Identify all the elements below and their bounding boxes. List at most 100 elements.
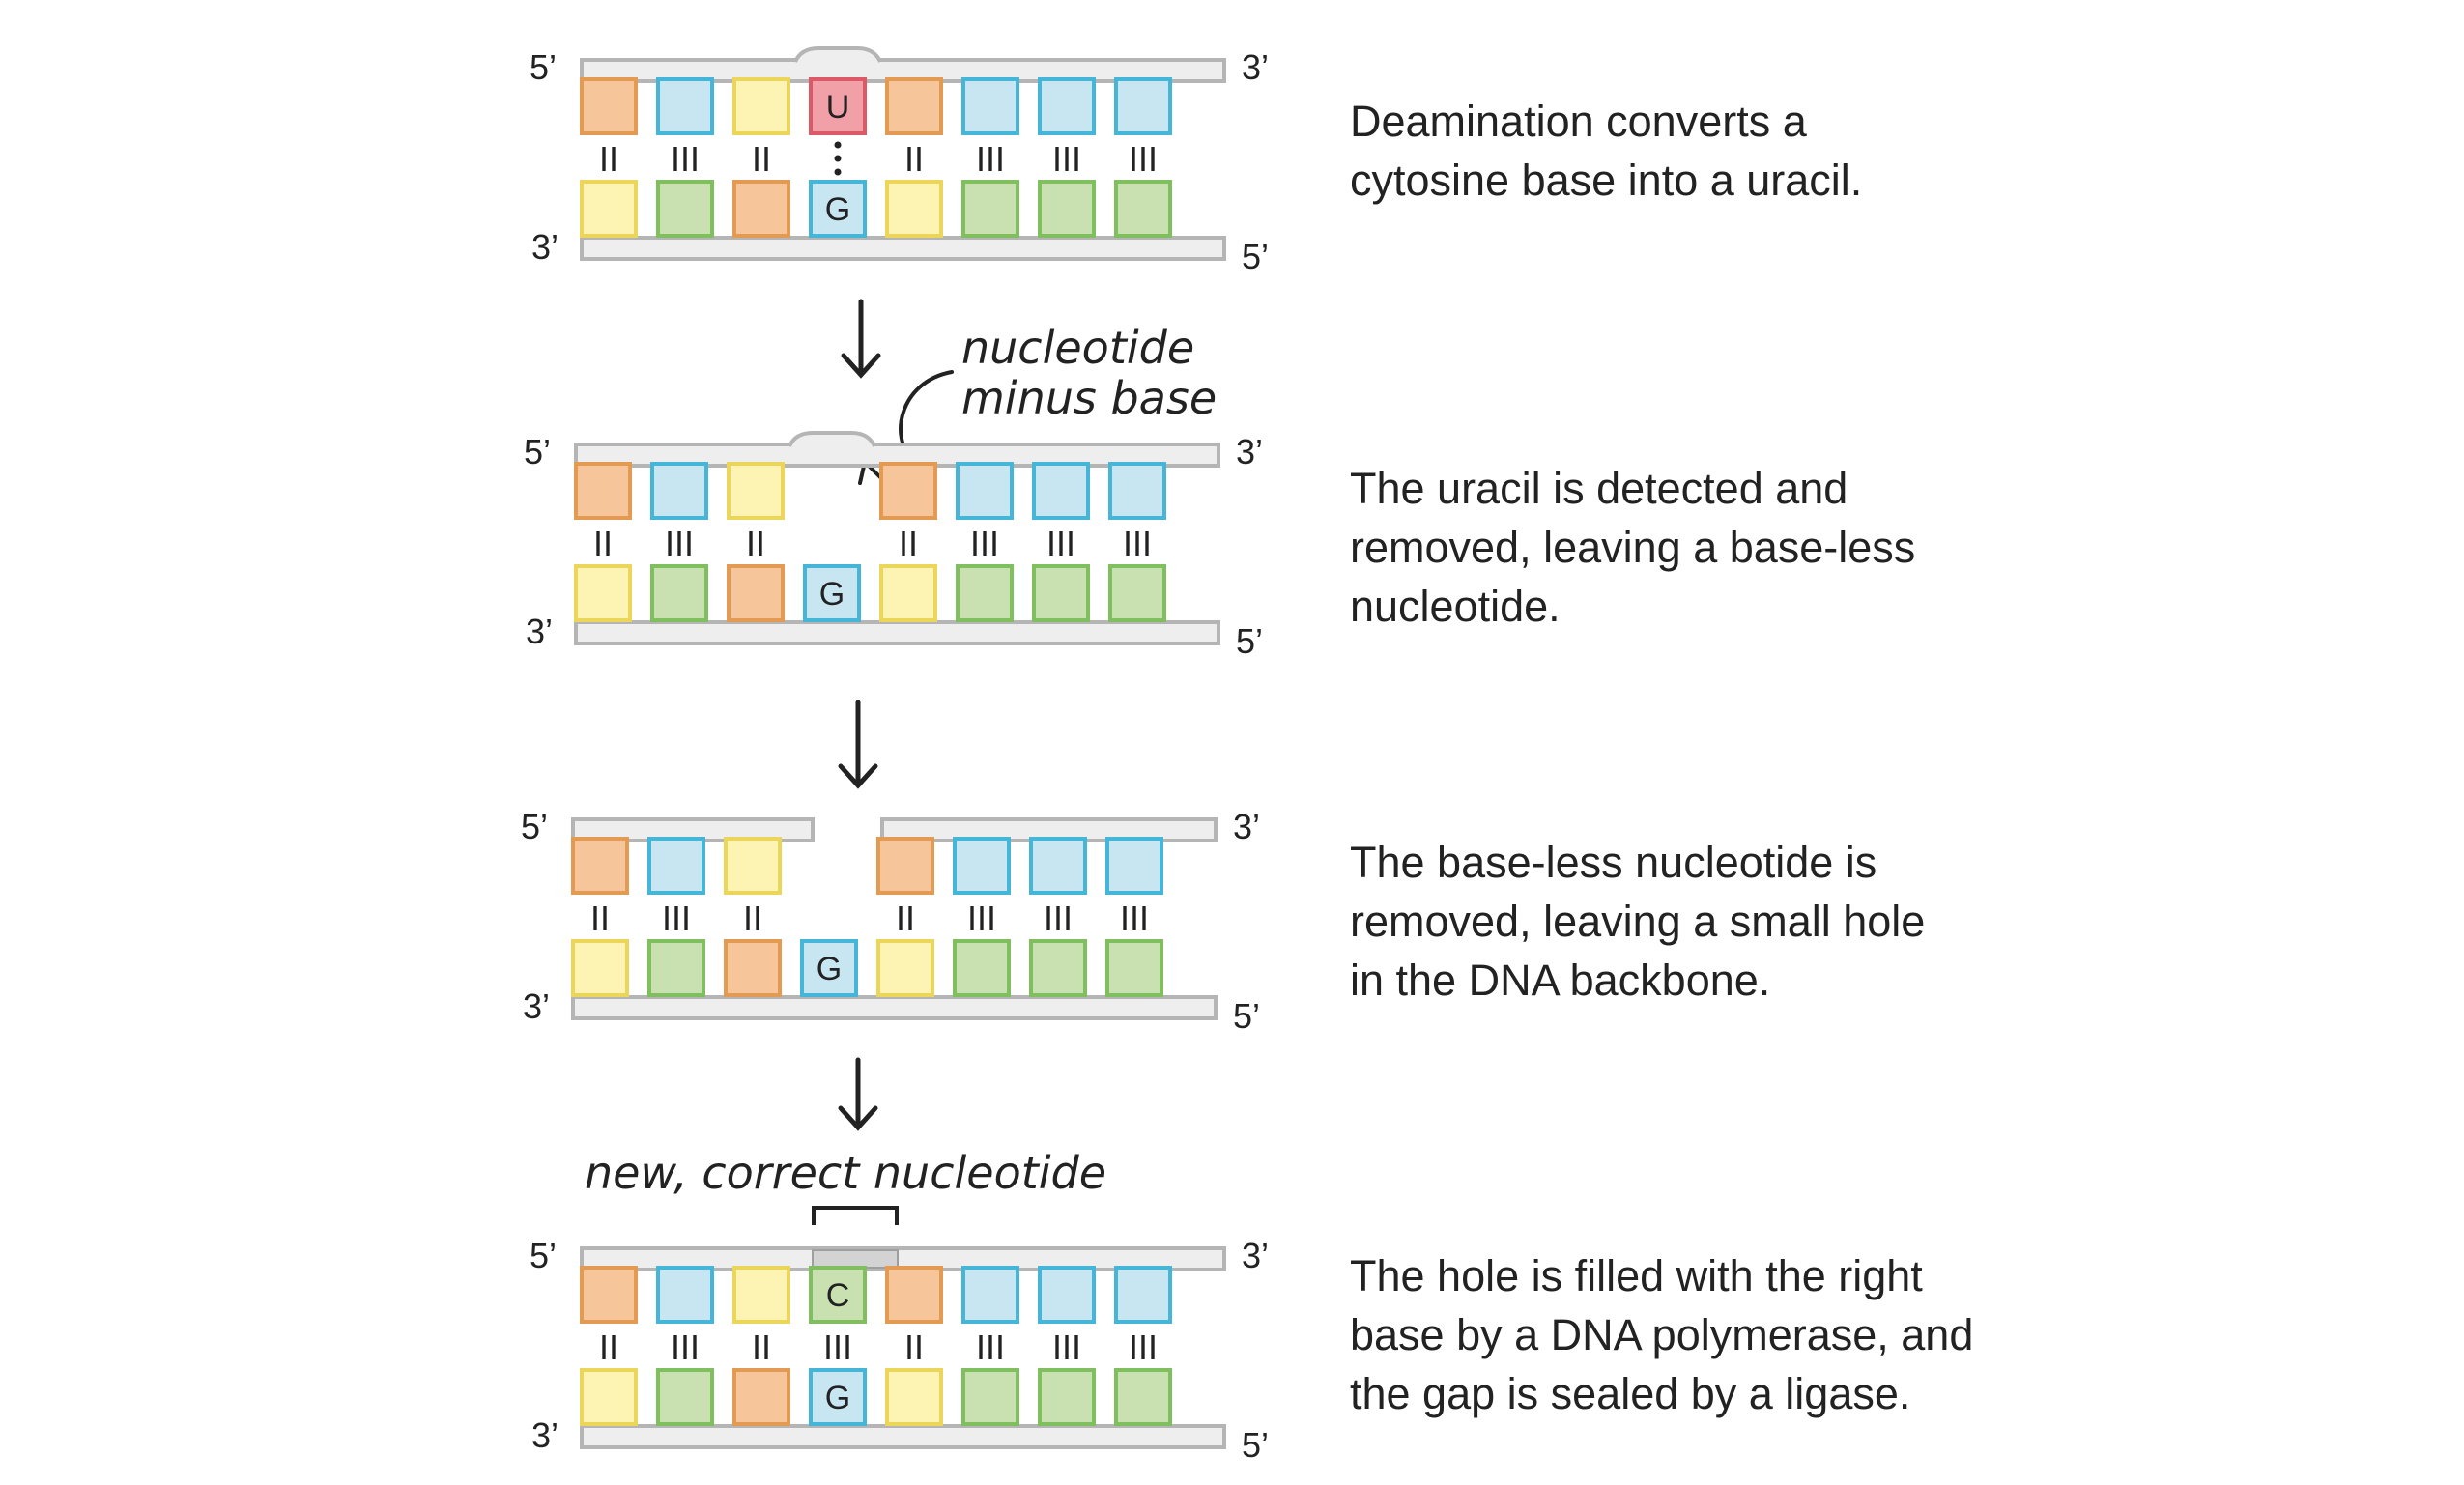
bottom-base — [1114, 1368, 1172, 1426]
top-base — [961, 77, 1019, 135]
bottom-base — [956, 564, 1014, 622]
caption-line: removed, leaving a base-less — [1350, 523, 1916, 572]
top-base — [580, 1266, 638, 1324]
bond-mark: II — [593, 524, 613, 563]
bottom-base — [574, 564, 632, 622]
mismatch-dot — [834, 168, 842, 176]
top-base — [1029, 837, 1087, 895]
bottom-base-label: G — [819, 576, 845, 613]
bottom-base — [580, 180, 638, 238]
end-label-3prime-bottom: 3’ — [531, 227, 559, 267]
bottom-base — [876, 939, 934, 997]
bottom-base — [1038, 1368, 1096, 1426]
bottom-base — [724, 939, 782, 997]
bottom-base — [961, 1368, 1019, 1426]
end-label-5prime-bottom: 5’ — [1233, 996, 1260, 1036]
top-base — [956, 462, 1014, 520]
step-arrow-3 — [838, 1057, 878, 1131]
top-base — [1114, 1266, 1172, 1324]
bottom-base — [961, 180, 1019, 238]
top-base-label: C — [826, 1277, 850, 1314]
end-label-3prime-bottom: 3’ — [531, 1415, 559, 1455]
bottom-base — [800, 939, 858, 997]
top-base — [571, 837, 629, 895]
bond-mark: III — [1044, 899, 1073, 938]
end-label-5prime-top: 5’ — [530, 1236, 557, 1275]
backbone-bulge — [788, 431, 876, 447]
bond-mark: II — [743, 899, 762, 938]
bottom-base — [1032, 564, 1090, 622]
bottom-base — [647, 939, 705, 997]
bond-mark: II — [904, 1328, 924, 1367]
end-label-3prime-top: 3’ — [1242, 47, 1269, 87]
top-base — [574, 462, 632, 520]
bottom-base — [580, 1368, 638, 1426]
top-base — [727, 462, 785, 520]
top-base — [885, 77, 943, 135]
bond-mark: II — [752, 1328, 771, 1367]
top-base — [656, 1266, 714, 1324]
top-base — [809, 1266, 867, 1324]
bond-mark: III — [976, 139, 1005, 179]
bottom-base-label: G — [825, 191, 850, 228]
end-label-3prime-bottom: 3’ — [526, 612, 553, 651]
caption-line: nucleotide. — [1350, 582, 1561, 631]
caption-step-3: The base-less nucleotide is removed, lea… — [1350, 833, 2413, 1010]
bottom-base — [1038, 180, 1096, 238]
bottom-base — [885, 180, 943, 238]
bond-mark: II — [904, 139, 924, 179]
bond-mark: II — [752, 139, 771, 179]
bond-mark: III — [1123, 524, 1152, 563]
caption-line: The hole is filled with the right — [1350, 1251, 1923, 1300]
end-label-5prime-bottom: 5’ — [1236, 621, 1263, 661]
end-label-3prime-bottom: 3’ — [523, 986, 550, 1026]
end-label-3prime-top: 3’ — [1233, 807, 1260, 846]
top-base — [647, 837, 705, 895]
new-backbone-segment — [812, 1249, 899, 1269]
end-label-5prime-bottom: 5’ — [1242, 1425, 1269, 1465]
caption-line: The base-less nucleotide is — [1350, 838, 1877, 887]
annotation-line-1: nucleotide — [961, 322, 1194, 374]
caption-step-2: The uracil is detected and removed, leav… — [1350, 459, 2413, 636]
top-base — [953, 837, 1011, 895]
top-base — [1038, 77, 1096, 135]
step-arrow-2 — [838, 700, 878, 789]
bottom-base — [650, 564, 708, 622]
bottom-base — [727, 564, 785, 622]
top-base — [879, 462, 937, 520]
bond-mark: II — [899, 524, 918, 563]
end-label-3prime-top: 3’ — [1242, 1236, 1269, 1275]
bond-mark: III — [976, 1328, 1005, 1367]
bottom-base — [656, 180, 714, 238]
caption-line: The uracil is detected and — [1350, 464, 1848, 513]
mismatch-dot — [834, 155, 842, 162]
bottom-base-label: G — [817, 951, 842, 987]
bottom-base — [732, 180, 790, 238]
mismatch-dot — [834, 141, 842, 149]
annotation-new-nucleotide-label: new, correct nucleotide — [585, 1147, 1106, 1199]
bottom-base — [885, 1368, 943, 1426]
step-arrow-1 — [841, 299, 881, 379]
top-base — [580, 77, 638, 135]
bond-mark: III — [967, 899, 996, 938]
caption-line: removed, leaving a small hole — [1350, 897, 1926, 946]
end-label-3prime-top: 3’ — [1236, 432, 1263, 471]
caption-line: cytosine base into a uracil. — [1350, 156, 1863, 205]
top-base — [885, 1266, 943, 1324]
bottom-base — [1108, 564, 1166, 622]
bottom-base — [1105, 939, 1163, 997]
bond-mark: III — [671, 139, 700, 179]
top-base — [1038, 1266, 1096, 1324]
top-base — [732, 1266, 790, 1324]
bond-mark: III — [662, 899, 691, 938]
bond-mark: III — [970, 524, 999, 563]
bond-mark: III — [1129, 139, 1158, 179]
bond-mark: III — [1120, 899, 1149, 938]
annotation-bracket-icon — [812, 1206, 899, 1225]
top-base — [1108, 462, 1166, 520]
bond-mark: III — [1046, 524, 1075, 563]
bond-mark: II — [896, 899, 915, 938]
